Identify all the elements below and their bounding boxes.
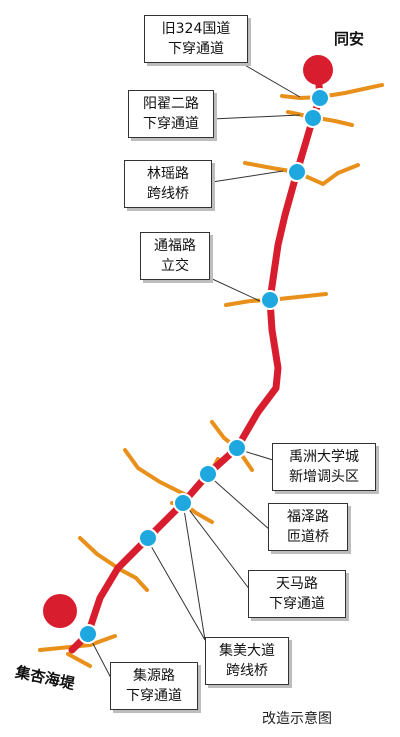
callout-n9-line1: 集源路 <box>133 668 175 684</box>
callout-n1-line1: 旧324国道 <box>161 21 231 37</box>
callout-n2-line1: 阳翟二路 <box>143 96 199 112</box>
leader-n7 <box>183 502 251 591</box>
callout-n1-line2: 下穿通道 <box>168 41 224 57</box>
crossroad-324 <box>280 83 384 101</box>
callout-n5-line2: 新增调头区 <box>289 469 359 485</box>
node-marker-n5 <box>227 438 247 458</box>
callout-n5-line1: 禹洲大学城 <box>289 449 359 465</box>
callout-n3: 林瑶路 跨线桥 <box>124 160 212 208</box>
terminus-north-marker <box>303 55 333 85</box>
leader-n4 <box>207 276 263 303</box>
callout-n8-line1: 集美大道 <box>219 643 275 659</box>
leader-n6 <box>206 473 271 531</box>
leader-n8b <box>146 538 206 641</box>
callout-n7-line1: 天马路 <box>276 576 318 592</box>
node-marker-n4 <box>260 290 280 310</box>
callout-n1: 旧324国道 下穿通道 <box>144 15 248 63</box>
leader-n2 <box>211 114 301 120</box>
terminus-north-label: 同安 <box>334 30 365 48</box>
callout-n6-line1: 福泽路 <box>287 509 329 525</box>
node-marker-n9 <box>78 624 98 644</box>
node-marker-n1 <box>310 88 330 108</box>
callout-n5: 禹洲大学城 新增调头区 <box>272 443 376 491</box>
leader-n8a <box>182 502 206 641</box>
callout-n6-line2: 匝道桥 <box>287 529 329 545</box>
callout-n7-line2: 下穿通道 <box>269 596 325 612</box>
node-marker-n7 <box>173 493 193 513</box>
node-marker-n8 <box>138 528 158 548</box>
crossroad-linyao-right <box>294 163 360 187</box>
node-marker-n6 <box>198 464 218 484</box>
crossroad-jimei <box>78 536 149 592</box>
leader-n1 <box>235 59 301 98</box>
callout-n6: 福泽路 匝道桥 <box>268 503 348 551</box>
callout-n7: 天马路 下穿通道 <box>248 570 346 618</box>
callout-n4-line2: 立交 <box>161 258 189 274</box>
crossroad-jiyuan-2 <box>66 652 92 668</box>
callout-n9: 集源路 下穿通道 <box>110 662 198 710</box>
callout-n4-line1: 通福路 <box>154 238 196 254</box>
callout-n2: 阳翟二路 下穿通道 <box>128 90 214 138</box>
callout-n9-line2: 下穿通道 <box>126 688 182 704</box>
map-caption: 改造示意图 <box>262 711 332 727</box>
callout-n8: 集美大道 跨线桥 <box>205 637 289 685</box>
terminus-south-marker <box>43 594 77 628</box>
callout-n3-line1: 林瑶路 <box>147 166 189 182</box>
callout-n3-line2: 跨线桥 <box>147 186 189 202</box>
callout-n8-line2: 跨线桥 <box>226 663 268 679</box>
node-marker-n3 <box>287 162 307 182</box>
crossroad-yangzhai <box>286 110 354 127</box>
callout-n2-line2: 下穿通道 <box>143 116 199 132</box>
callout-n4: 通福路 立交 <box>140 232 210 280</box>
node-marker-n2 <box>303 108 323 128</box>
leader-n3 <box>211 170 284 183</box>
